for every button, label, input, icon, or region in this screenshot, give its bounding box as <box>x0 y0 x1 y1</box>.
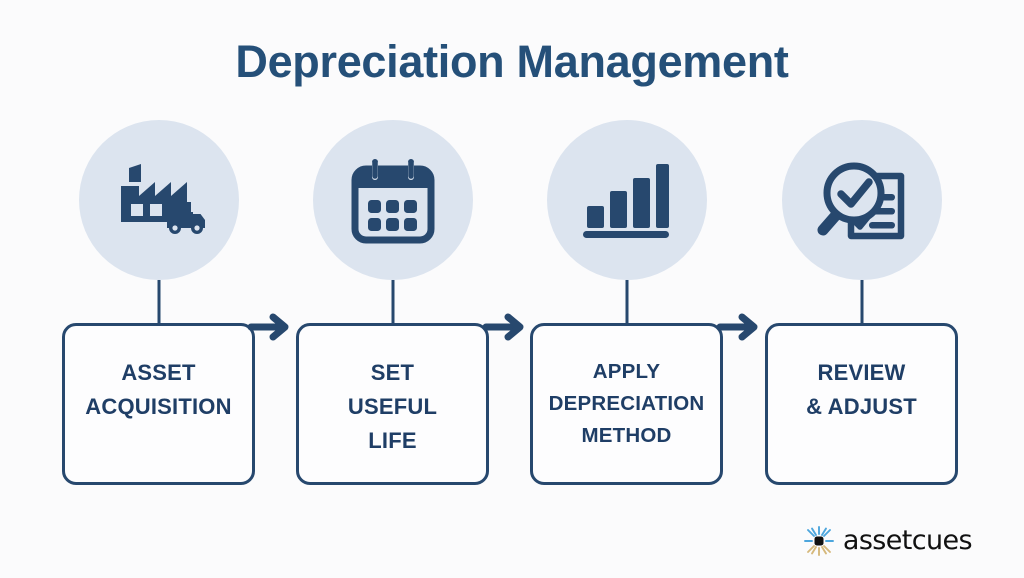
step-label-line: METHOD <box>581 423 672 447</box>
connector-line-1 <box>157 280 160 325</box>
flow-step-asset-acquisition[interactable]: ASSET ACQUISITION <box>62 120 255 490</box>
icon-circle-2 <box>312 120 473 280</box>
step-label-line: APPLY <box>592 360 661 383</box>
step-label-line: SET <box>370 360 415 385</box>
factory-truck-icon <box>111 160 207 240</box>
process-flow: ASSET ACQUISITION <box>0 120 1024 490</box>
icon-circle-4 <box>781 120 942 280</box>
icon-circle-3 <box>546 120 707 280</box>
step-label-line: LIFE <box>368 428 417 454</box>
step-label-line: USEFUL <box>347 394 438 420</box>
step-label-line: REVIEW <box>817 360 906 385</box>
icon-circle-1 <box>78 120 239 280</box>
magnifier-checklist-icon <box>813 154 911 246</box>
arrow-right-icon <box>247 310 293 344</box>
calendar-icon <box>349 156 437 244</box>
arrow-right-icon <box>716 310 762 344</box>
connector-line-4 <box>860 280 863 325</box>
flow-step-apply-depreciation-method[interactable]: APPLY DEPRECIATION METHOD <box>530 120 723 490</box>
step-label-line: & ADJUST <box>806 394 917 420</box>
step-label-box-1[interactable]: ASSET ACQUISITION <box>62 323 255 485</box>
connector-line-2 <box>391 280 394 325</box>
connector-line-3 <box>625 280 628 325</box>
flow-step-review-and-adjust[interactable]: REVIEW & ADJUST <box>765 120 958 490</box>
brand-logo: assetcues <box>803 525 973 556</box>
step-label-line: ACQUISITION <box>85 394 232 420</box>
assetcues-starburst-icon <box>803 525 834 556</box>
step-label-box-2[interactable]: SET USEFUL LIFE <box>296 323 489 485</box>
brand-logo-text: assetcues <box>842 525 973 556</box>
arrow-right-icon <box>482 310 528 344</box>
page-title: Depreciation Management <box>235 36 789 87</box>
step-label-box-4[interactable]: REVIEW & ADJUST <box>765 323 958 485</box>
bar-chart-icon <box>581 158 673 242</box>
step-label-line: ASSET <box>121 360 196 385</box>
flow-step-set-useful-life[interactable]: SET USEFUL LIFE <box>296 120 489 490</box>
step-label-line: DEPRECIATION <box>548 391 705 415</box>
step-label-box-3[interactable]: APPLY DEPRECIATION METHOD <box>530 323 723 485</box>
